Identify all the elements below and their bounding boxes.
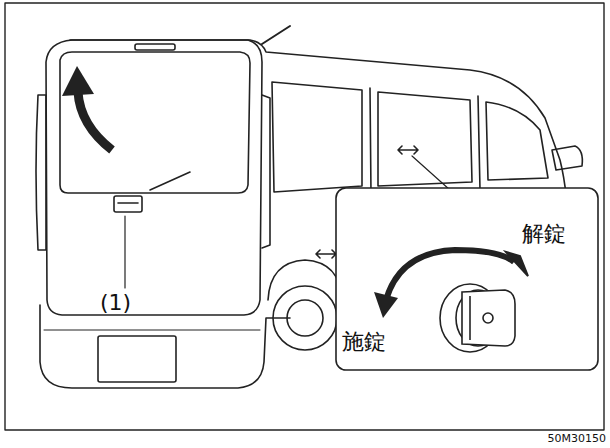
stop-light xyxy=(135,44,175,50)
leader-line xyxy=(412,156,450,190)
back-window xyxy=(60,52,250,193)
quarter-window xyxy=(272,82,362,192)
rear-wheel xyxy=(273,286,337,350)
door-mirror xyxy=(552,146,582,170)
leader-line xyxy=(124,216,125,288)
lock-label: 解錠 xyxy=(522,222,566,246)
door-seam xyxy=(478,96,480,190)
inset-frame xyxy=(336,188,598,370)
front-door-window xyxy=(486,102,548,180)
tailgate-handle xyxy=(118,202,138,204)
back-door xyxy=(46,40,262,315)
figure-code: 50M30150 xyxy=(548,433,606,445)
figure-frame xyxy=(5,3,604,430)
rotation-arrow xyxy=(506,252,528,276)
tailgate-handle xyxy=(114,196,142,212)
tail-light xyxy=(262,95,270,248)
open-arrow xyxy=(78,92,112,150)
lock-label: 施錠 xyxy=(342,330,386,354)
rear-wiper xyxy=(150,172,190,190)
rear-wheel xyxy=(287,300,323,336)
open-arrow xyxy=(62,66,94,96)
rear-bumper xyxy=(40,305,290,388)
rotation-arrow xyxy=(374,292,398,318)
rear-door-window xyxy=(378,92,472,186)
key-cylinder xyxy=(440,284,515,352)
license-plate xyxy=(98,336,176,382)
antenna xyxy=(262,26,290,44)
rotation-arrow xyxy=(386,250,514,300)
tail-light xyxy=(36,95,46,250)
bumper-line xyxy=(44,330,260,331)
callout-number: (1) xyxy=(100,291,131,315)
